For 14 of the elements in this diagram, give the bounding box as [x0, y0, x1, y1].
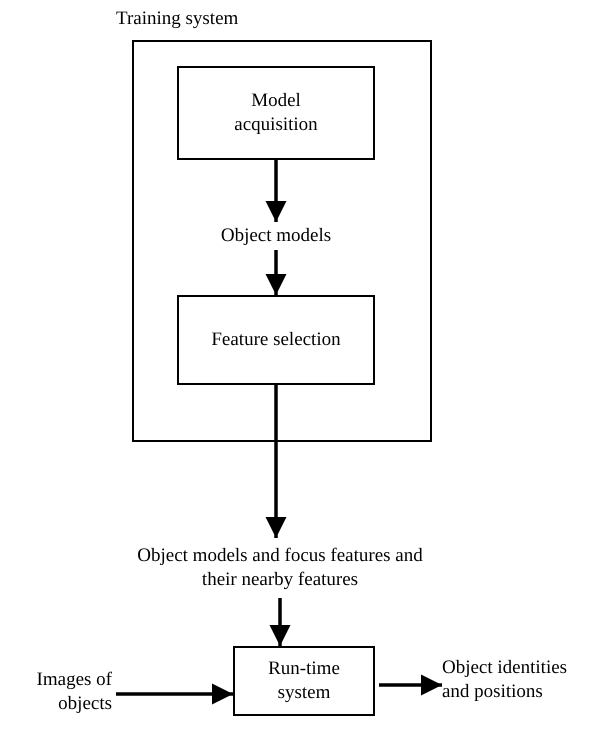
arrow: [116, 684, 233, 704]
flow-text: Object models and focus features and their nearby features: [122, 538, 438, 598]
arrow: [270, 598, 290, 646]
process-box: Model acquisition: [177, 66, 375, 160]
flow-text: Object identities and positions: [442, 640, 587, 720]
process-box: Run-time system: [233, 646, 375, 716]
process-box: Feature selection: [177, 295, 375, 385]
arrow: [266, 160, 286, 222]
group-heading: Training system: [116, 7, 238, 31]
flow-text: Object models: [206, 222, 346, 250]
arrow: [379, 674, 442, 696]
flow-text: Images of objects: [12, 664, 112, 720]
arrow: [266, 250, 286, 295]
arrow: [266, 385, 286, 538]
